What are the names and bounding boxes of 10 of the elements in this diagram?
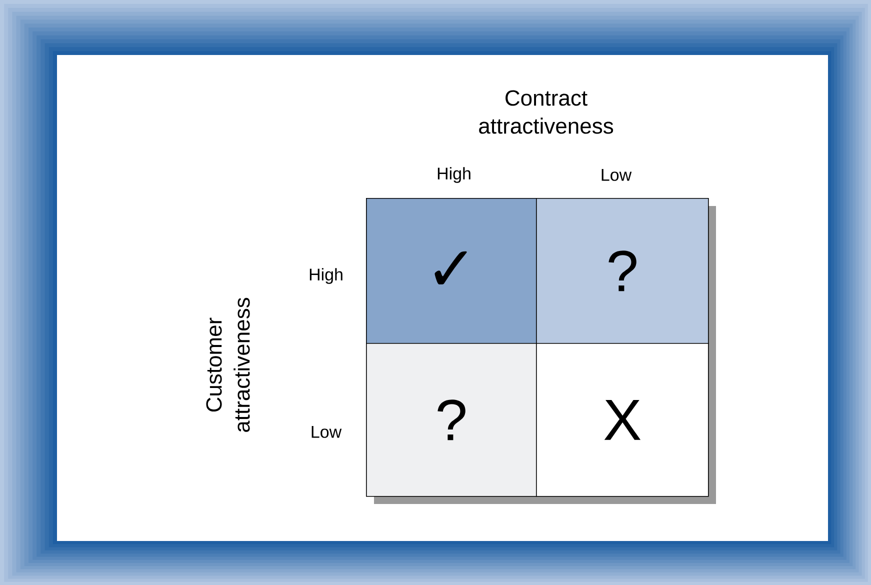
column-label: Low — [602, 169, 632, 181]
check-cell: ✓ — [366, 198, 537, 344]
axis-title: Customer attractiveness — [206, 298, 250, 432]
row-label: High — [310, 268, 342, 284]
matrix-cell: ? — [366, 343, 537, 497]
column-label: High — [438, 167, 470, 183]
matrix-cell: X — [536, 343, 709, 497]
matrix-cell: ? — [536, 198, 709, 344]
row-label: Low — [312, 426, 342, 438]
axis-title: Contract attractiveness — [479, 90, 614, 134]
